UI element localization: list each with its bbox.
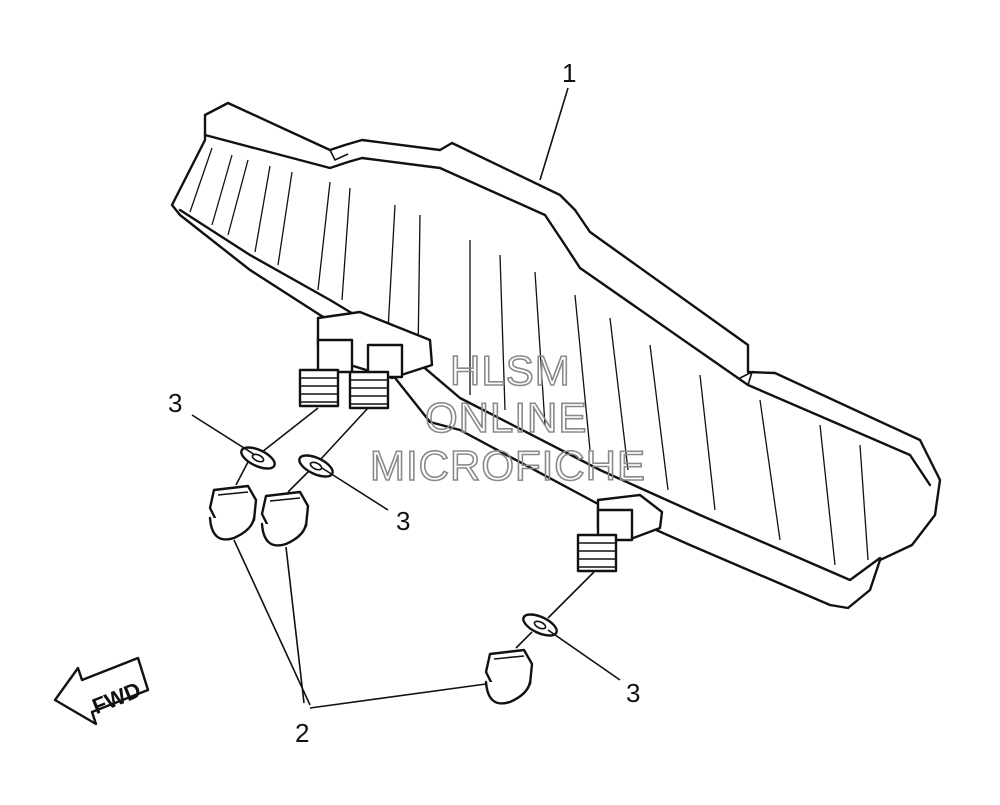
callout-part-3-middle: 3: [396, 506, 410, 536]
callout-part-2: 2: [295, 718, 309, 748]
meter-top-bezel: [203, 133, 932, 487]
stud-bolts: [298, 338, 634, 573]
meter-lower-rim: [178, 208, 882, 582]
watermark-line-1: HLSM: [450, 347, 571, 394]
callout-part-1: 1: [562, 58, 576, 88]
stud-right: [576, 508, 634, 573]
leader-lines: [191, 87, 621, 709]
stud-left-1: [298, 338, 354, 408]
assembly-lines: [235, 407, 595, 649]
cap-nut-left-1: [208, 484, 258, 541]
meter-top-tab-left: [329, 149, 349, 162]
washer-left-2: [298, 454, 334, 478]
watermark-line-3: MICROFICHE: [370, 442, 646, 489]
cap-nut-left-2: [260, 490, 310, 547]
fwd-arrow: FWD: [53, 656, 150, 726]
callout-part-3-upper-left: 3: [168, 388, 182, 418]
fwd-arrow-icon: [53, 656, 150, 726]
cap-nuts: [208, 484, 534, 705]
meter-top-tab-right: [739, 370, 754, 386]
stud-left-2: [348, 343, 404, 410]
washer-right: [522, 613, 558, 637]
washer-left-1: [240, 446, 276, 470]
meter-side-ribs: [189, 147, 869, 566]
watermark-line-2: ONLINE: [425, 394, 587, 441]
meter-assembly: [170, 101, 942, 610]
callout-part-3-lower-right: 3: [626, 678, 640, 708]
watermark: HLSM ONLINE MICROFICHE: [369, 346, 646, 490]
cap-nut-right: [484, 648, 534, 705]
washers: [240, 446, 558, 637]
